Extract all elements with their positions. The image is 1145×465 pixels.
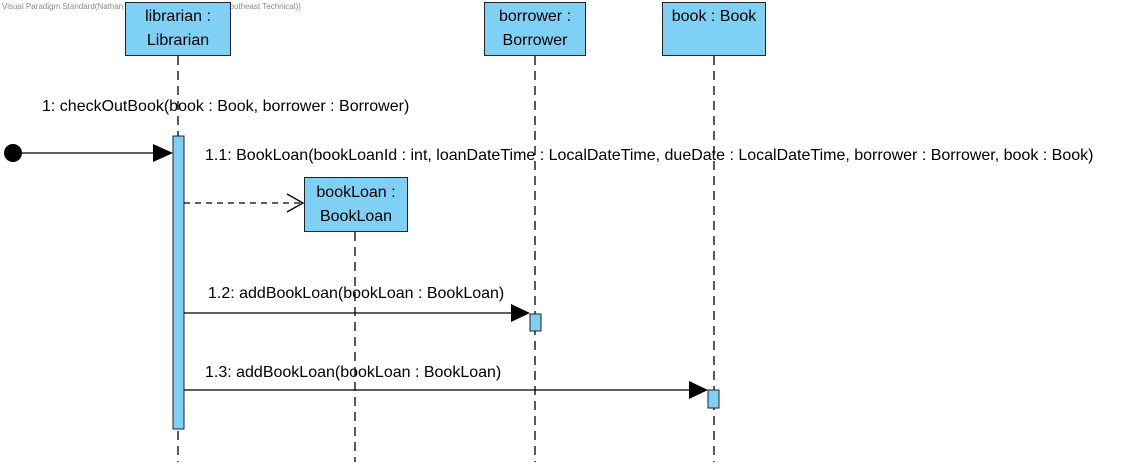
lifeline-borrower-name: borrower : xyxy=(498,8,572,25)
message-1-2-arrowhead xyxy=(511,304,530,322)
lifeline-head-book[interactable]: book : Book xyxy=(662,2,766,56)
lifeline-head-bookloan[interactable]: bookLoan : BookLoan xyxy=(304,177,408,232)
lifeline-bookloan-type: BookLoan xyxy=(319,207,393,225)
activation-borrower xyxy=(529,313,542,332)
lifeline-librarian-name: librarian : xyxy=(145,8,211,25)
activation-book xyxy=(707,389,720,409)
message-1-3-label: 1.3: addBookLoan(bookLoan : BookLoan) xyxy=(205,364,502,381)
message-1-3-arrowhead xyxy=(689,381,708,399)
lifeline-librarian-type: Librarian xyxy=(146,32,210,49)
lifeline-bookloan-name: bookLoan : xyxy=(316,183,396,201)
activation-librarian xyxy=(172,135,185,430)
found-message-start xyxy=(4,144,22,162)
message-1-1-arrowhead xyxy=(286,193,305,213)
message-1-arrowhead xyxy=(153,144,173,162)
message-1-1-label: 1.1: BookLoan(bookLoanId : int, loanDate… xyxy=(205,147,1094,164)
lifeline-head-librarian[interactable]: librarian : Librarian xyxy=(125,2,231,56)
message-1-2-label: 1.2: addBookLoan(bookLoan : BookLoan) xyxy=(208,285,505,302)
message-1-label: 1: checkOutBook(book : Book, borrower : … xyxy=(42,98,410,115)
lifeline-head-borrower[interactable]: borrower : Borrower xyxy=(484,2,586,56)
lifeline-book-name: book : Book xyxy=(671,8,757,25)
lifeline-borrower-type: Borrower xyxy=(502,32,568,49)
